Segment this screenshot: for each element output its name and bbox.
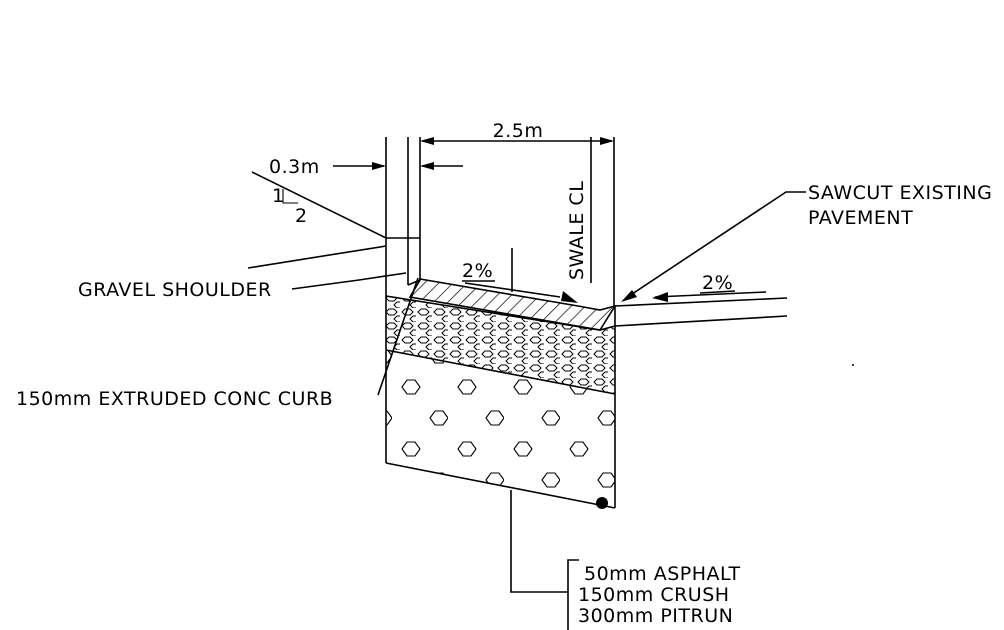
pavement-section: [385, 278, 617, 509]
layer-asphalt-label: 50mm ASPHALT: [584, 563, 741, 585]
existing-pavement-bottom: [614, 315, 788, 327]
sawcut-label-line2: PAVEMENT: [808, 207, 913, 229]
asphalt-layer: [408, 278, 617, 331]
sawcut-leader: [628, 191, 806, 297]
layers-callout: 50mm ASPHALT 150mm CRUSH 300mm PITRUN: [510, 490, 741, 630]
slope-run-label: 2: [295, 205, 308, 227]
stray-point: [852, 364, 854, 366]
swale-cl-label: SWALE CL: [566, 181, 588, 280]
grade-left-leader: [464, 282, 561, 298]
existing-pavement-top: [614, 297, 788, 307]
dim-arrow-0-3m-right: [420, 162, 434, 170]
layer-crush-label: 150mm CRUSH: [578, 584, 730, 606]
grade-right-leader: [654, 291, 767, 298]
grade-left: 2%: [462, 248, 578, 303]
subdrain-pipe: [596, 497, 608, 509]
curb-label: 150mm EXTRUDED CONC CURB: [16, 388, 333, 410]
slope-triangle: [282, 189, 298, 204]
grade-right-arrow: [652, 292, 668, 302]
asphalt-bottom-line: [385, 295, 616, 331]
grade-right-underline: [699, 290, 736, 294]
grade-right: 2%: [652, 272, 767, 302]
dim-0-3m-label: 0.3m: [269, 156, 320, 178]
dimension-2-5m: 2.5m: [420, 120, 615, 306]
sawcut-callout: SAWCUT EXISTING PAVEMENT: [621, 182, 992, 302]
slope-rise-label: 1: [272, 185, 285, 207]
crush-bottom-line: [385, 349, 616, 395]
gravel-shoulder-callout: GRAVEL SHOULDER: [78, 272, 407, 301]
layers-leader: [510, 490, 568, 593]
gravel-shoulder-leader: [291, 272, 407, 290]
dim-arrow-0-3m-left: [372, 162, 386, 170]
sawcut-arrow: [621, 290, 637, 302]
curb-and-shoulder: [247, 137, 421, 296]
grade-right-label: 2%: [702, 272, 733, 294]
dim-2-5m-label: 2.5m: [493, 120, 544, 142]
layer-pitrun-label: 300mm PITRUN: [578, 605, 733, 627]
shoulder-surface-line: [247, 245, 387, 269]
gravel-shoulder-label: GRAVEL SHOULDER: [78, 279, 272, 301]
layers-bracket: [567, 559, 579, 630]
slope-ratio: 1 2: [272, 185, 308, 227]
dim-arrow-right: [600, 137, 614, 145]
pitrun-bottom-line: [385, 462, 616, 509]
dimension-0-3m: 0.3m: [269, 156, 463, 178]
curb-leader: [377, 277, 419, 396]
grade-left-label: 2%: [462, 260, 493, 282]
sawcut-label-line1: SAWCUT EXISTING: [808, 182, 992, 204]
dim-arrow-left: [420, 137, 434, 145]
grade-left-arrow: [561, 291, 578, 303]
existing-pavement: [614, 297, 854, 366]
curb-callout: 150mm EXTRUDED CONC CURB: [16, 277, 419, 410]
side-slope-line: [251, 171, 387, 239]
curb-back: [407, 279, 421, 286]
